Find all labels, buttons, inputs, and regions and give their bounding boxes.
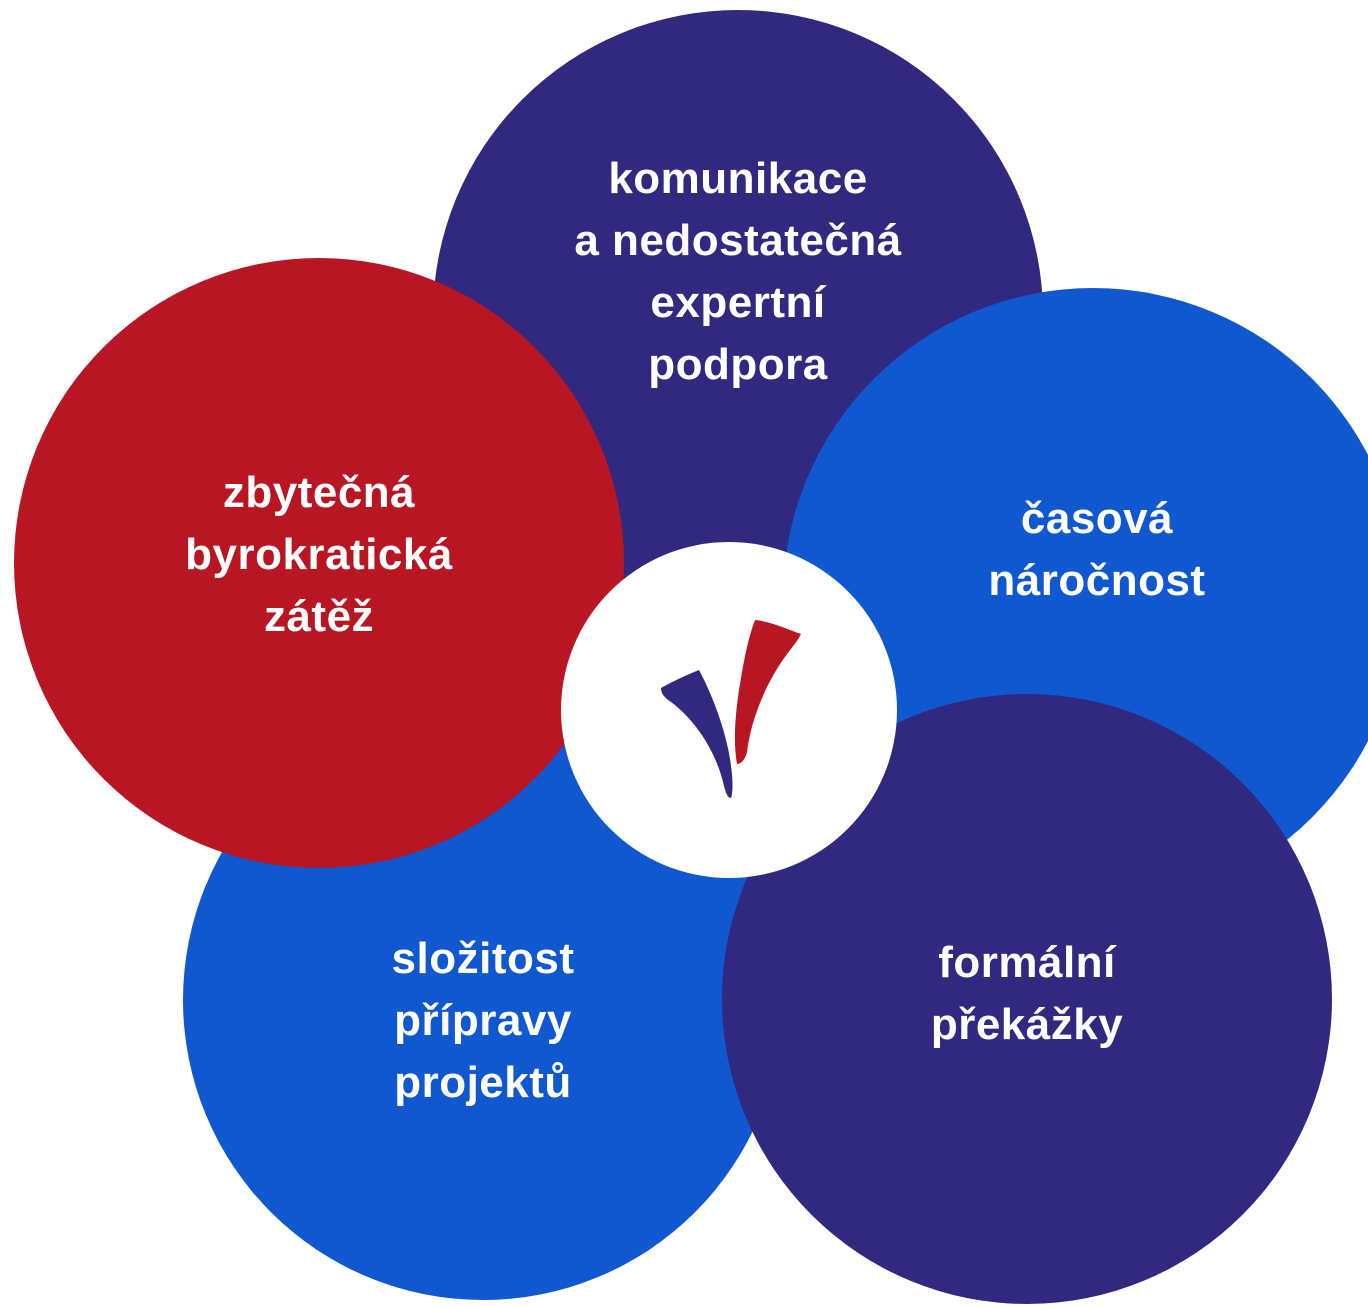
circle-time-demands-label: časová náročnost <box>988 494 1206 605</box>
circle-project-complexity-label: složitost přípravy projektů <box>391 934 575 1107</box>
logo-left-stroke <box>661 670 733 798</box>
center-logo <box>561 542 897 878</box>
logo-right-stroke <box>734 620 801 764</box>
circle-bureaucracy: zbytečná byrokratická zátěž <box>14 258 624 868</box>
checkmark-logo-icon <box>661 620 801 798</box>
circle-bureaucracy-label: zbytečná byrokratická zátěž <box>185 468 453 641</box>
circle-formal-barriers-label: formální překážky <box>930 938 1124 1049</box>
circle-communication-label: komunikace a nedostatečná expertní podpo… <box>574 154 902 389</box>
